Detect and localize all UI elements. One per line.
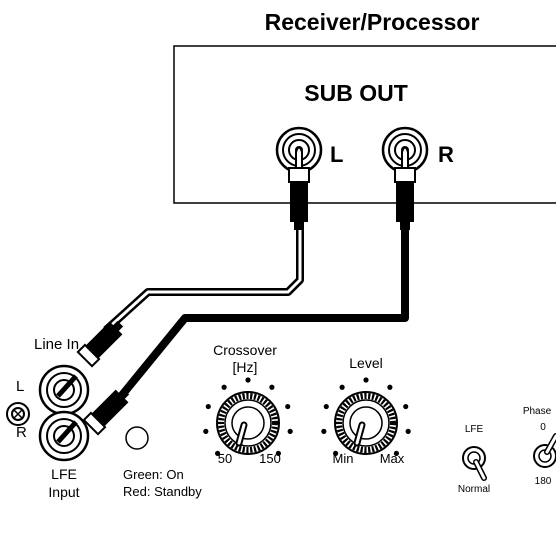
knob-scale-dot xyxy=(221,384,227,390)
knob-scale-dot xyxy=(214,450,221,457)
knob-scale-dot xyxy=(387,384,393,390)
line-in-label: Line In xyxy=(34,336,79,353)
phase-switch-bottom-label: 180 xyxy=(535,476,552,487)
line-in-left-label: L xyxy=(16,378,24,395)
crossover-min-label: 50 xyxy=(218,451,232,466)
sub-out-label: SUB OUT xyxy=(304,80,408,106)
phase-switch[interactable] xyxy=(533,433,556,468)
led-legend-line1: Green: On xyxy=(123,467,184,482)
level-max-label: Max xyxy=(380,451,405,466)
sub-out-jack-left-label: L xyxy=(330,142,343,167)
lfe-switch-bottom-label: Normal xyxy=(458,484,490,495)
knob-scale-dot xyxy=(403,403,409,410)
level-title: Level xyxy=(349,355,382,371)
knob-scale-dot xyxy=(323,403,329,410)
processor-title: Receiver/Processor xyxy=(265,9,480,35)
processor-box xyxy=(173,45,556,204)
knob-scale-dot xyxy=(205,403,211,410)
sub-out-jack-right-label: R xyxy=(438,142,454,167)
phase-switch-title: Phase xyxy=(523,406,552,417)
level-min-label: Min xyxy=(333,451,354,466)
knob-scale-dot xyxy=(275,450,282,457)
knob-scale-dot xyxy=(203,428,209,434)
knob-scale-dot xyxy=(321,428,327,434)
crossover-knob[interactable] xyxy=(203,377,293,457)
knob-scale-dot xyxy=(393,450,400,457)
power-led xyxy=(125,426,149,450)
line-in-jack-left xyxy=(38,364,90,416)
plug-line-in-left xyxy=(76,320,124,368)
knob-scale-dot xyxy=(285,403,291,410)
cable-right xyxy=(114,228,409,403)
line-in-jack-right xyxy=(38,410,90,462)
crossover-title-line2: [Hz] xyxy=(233,359,258,375)
level-knob[interactable] xyxy=(321,377,411,457)
knob-scale-dot xyxy=(363,377,369,383)
knob-scale-dot xyxy=(405,428,411,434)
lfe-input-label-line2: Input xyxy=(48,484,79,500)
crossover-max-label: 150 xyxy=(259,451,281,466)
plug-sub-out-left xyxy=(288,146,310,230)
lfe-input-label-line1: LFE xyxy=(51,466,77,482)
lfe-switch-top-label: LFE xyxy=(465,424,484,435)
plug-line-in-right xyxy=(82,388,130,436)
cable-left xyxy=(103,228,304,333)
knob-scale-dot xyxy=(269,384,275,390)
knob-scale-dot xyxy=(332,450,339,457)
line-in-right-label: R xyxy=(16,424,27,441)
knob-scale-dot xyxy=(287,428,293,434)
ground-screw-icon xyxy=(6,402,30,426)
crossover-title-line1: Crossover xyxy=(213,342,277,358)
lfe-switch[interactable] xyxy=(462,446,487,481)
knob-scale-dot xyxy=(245,377,251,383)
plug-sub-out-right xyxy=(394,146,416,230)
knob-scale-dot xyxy=(339,384,345,390)
led-legend-line2: Red: Standby xyxy=(123,484,202,499)
phase-switch-top-label: 0 xyxy=(540,422,546,433)
